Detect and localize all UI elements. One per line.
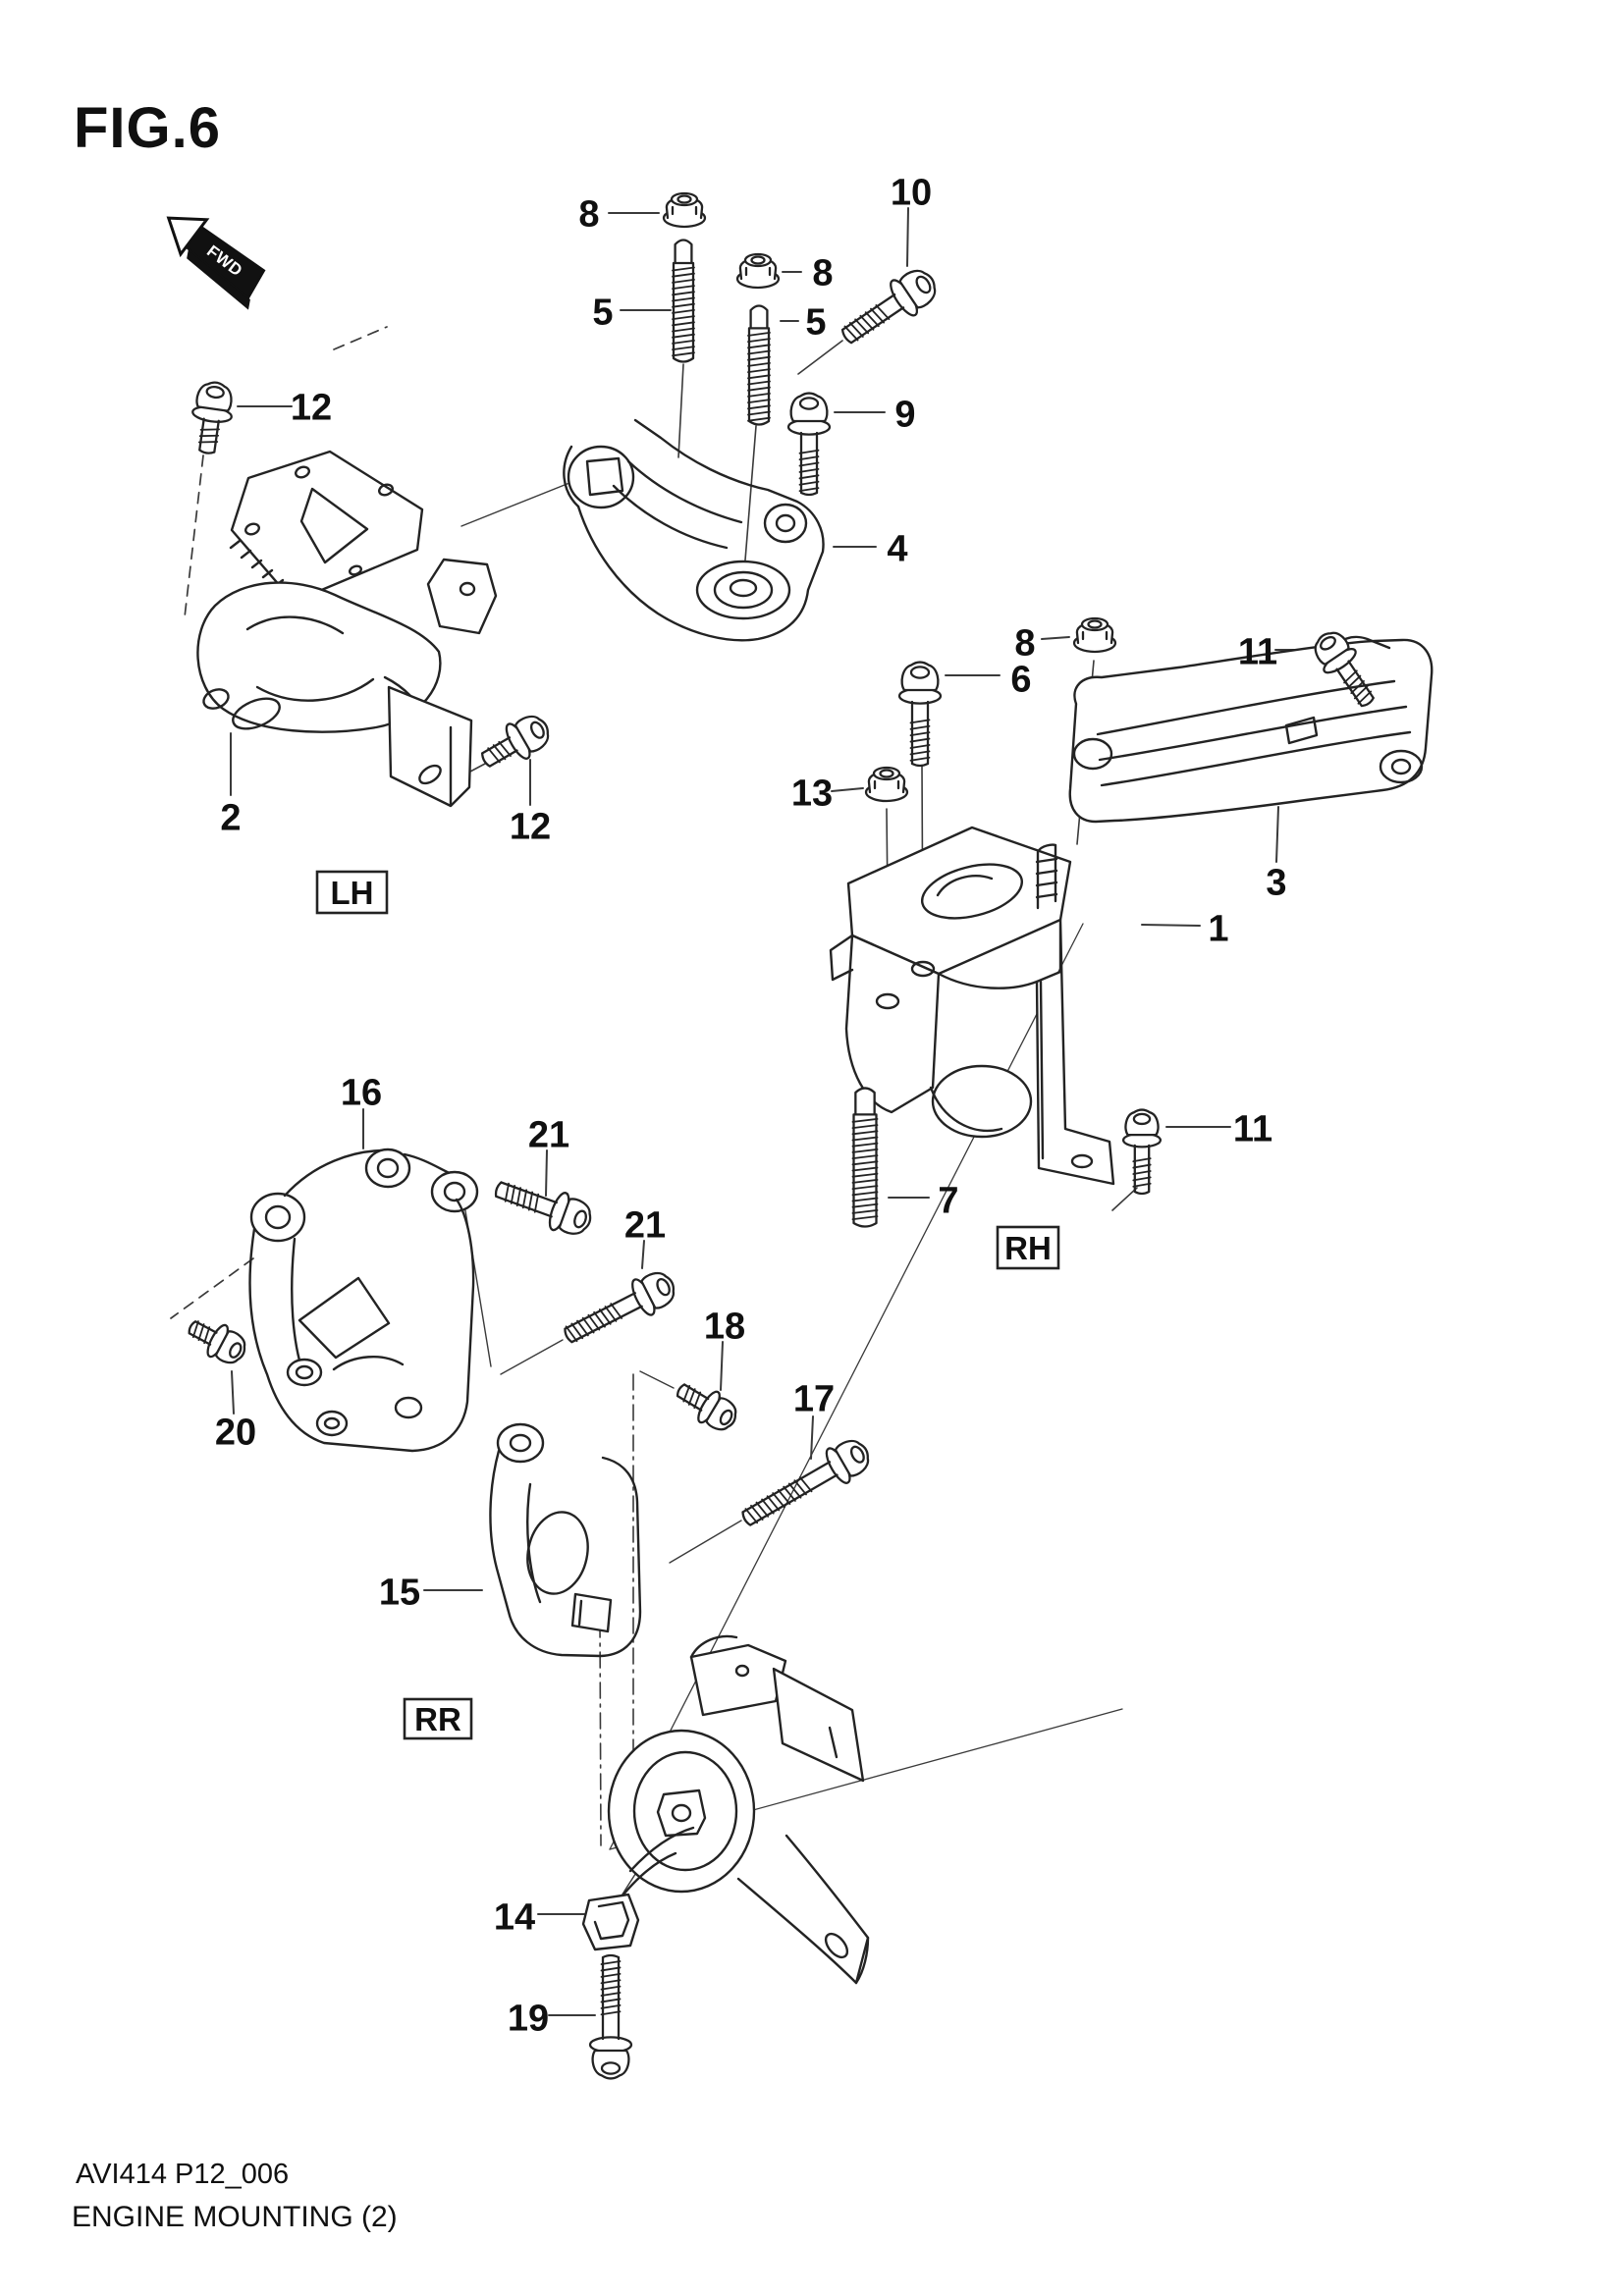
leader-line	[720, 1341, 724, 1391]
part-label-4: 4	[887, 528, 907, 569]
section-label-rh: RH	[996, 1225, 1060, 1270]
section-label-text: LH	[331, 875, 374, 911]
part-label-10: 10	[891, 172, 932, 213]
leader-line	[641, 1240, 645, 1269]
part-label-12: 12	[291, 387, 332, 428]
part-label-13: 13	[791, 773, 833, 814]
part-label-1: 1	[1208, 908, 1228, 949]
leader-line	[810, 1415, 814, 1460]
leader-line	[500, 1339, 564, 1375]
leader-line	[669, 1520, 742, 1564]
fastener-bolt-part-19	[588, 1953, 633, 2080]
part-label-3: 3	[1266, 862, 1286, 903]
fastener-bolt-part-6	[897, 661, 943, 768]
rear-mount-drawing	[605, 1634, 870, 1985]
section-labels: LH RH RR	[315, 870, 1060, 1740]
fasteners	[188, 191, 1375, 2080]
part-label-8: 8	[812, 252, 833, 294]
bracket-15-drawing	[489, 1422, 642, 1658]
leader-line	[333, 326, 388, 350]
fastener-bolt-part-11	[1121, 1108, 1163, 1196]
fastener-nut-part-8	[1072, 616, 1117, 654]
part-label-21: 21	[528, 1114, 569, 1155]
bracket-3-drawing	[1068, 635, 1434, 824]
section-label-text: RR	[414, 1701, 461, 1737]
leader-line	[184, 454, 204, 618]
leader-line	[797, 340, 843, 375]
part-label-17: 17	[793, 1378, 835, 1419]
part-label-8: 8	[1014, 622, 1035, 664]
leader-line	[831, 787, 864, 792]
part-label-6: 6	[1010, 659, 1031, 700]
part-label-5: 5	[592, 292, 613, 333]
fastener-nut-part-8	[662, 191, 707, 229]
part-label-14: 14	[494, 1896, 535, 1938]
leader-line	[1111, 1187, 1138, 1211]
part-label-9: 9	[894, 394, 915, 435]
part-label-11: 11	[1238, 631, 1277, 672]
section-label-lh: LH	[315, 870, 389, 915]
fastener-bolt-part-21	[494, 1181, 592, 1235]
leader-line	[460, 1186, 492, 1367]
fastener-bolt-part-17	[741, 1439, 870, 1526]
fastener-stud-part-5	[747, 304, 771, 426]
fastener-stud-part-5	[672, 239, 695, 363]
leader-line	[545, 1149, 548, 1197]
fastener-bolt-part-12	[481, 715, 550, 768]
section-label-rr: RR	[403, 1697, 473, 1740]
bracket-4-drawing	[563, 418, 825, 642]
fastener-bolt-part-10	[840, 269, 937, 345]
part-label-8: 8	[578, 193, 599, 235]
leader-line	[1041, 636, 1070, 640]
bracket-14-drawing	[581, 1893, 640, 1951]
part-label-2: 2	[220, 797, 241, 838]
leader-line	[743, 425, 757, 573]
fastener-bolt-part-20	[188, 1320, 246, 1364]
fastener-bolt-part-21	[564, 1271, 676, 1344]
part-label-20: 20	[215, 1412, 256, 1453]
footer-caption: ENGINE MOUNTING (2)	[72, 2201, 398, 2233]
part-label-15: 15	[379, 1572, 420, 1613]
figure-title: FIG.6	[74, 96, 221, 160]
part-label-19: 19	[508, 1998, 549, 2039]
leader-line	[599, 1621, 602, 1846]
leader-line	[460, 474, 590, 527]
fwd-arrow: FWD	[166, 216, 266, 310]
lh-mount-drawing	[196, 450, 498, 808]
part-label-18: 18	[704, 1306, 745, 1347]
part-label-7: 7	[938, 1180, 958, 1221]
fastener-stud-part-7	[851, 1087, 879, 1228]
fastener-nut-part-13	[864, 766, 909, 803]
fastener-bolt-part-9	[786, 392, 832, 497]
part-label-21: 21	[624, 1204, 666, 1246]
leader-line	[231, 1370, 235, 1415]
leader-line	[1275, 806, 1279, 863]
leader-line	[1141, 924, 1201, 927]
rh-mount-drawing	[829, 826, 1115, 1186]
fastener-bolt-part-18	[676, 1383, 737, 1431]
fastener-bolt-part-11	[1314, 631, 1375, 708]
part-label-5: 5	[805, 301, 826, 343]
leader-line	[906, 207, 909, 267]
footer-code: AVI414 P12_006	[76, 2159, 289, 2190]
part-label-16: 16	[341, 1072, 382, 1113]
part-label-12: 12	[510, 806, 551, 847]
part-label-11: 11	[1233, 1108, 1272, 1149]
section-label-text: RH	[1004, 1230, 1052, 1266]
bracket-16-drawing	[248, 1148, 479, 1453]
leader-line	[677, 363, 684, 458]
leader-line	[639, 1370, 675, 1389]
fastener-bolt-part-12	[191, 381, 233, 454]
fastener-nut-part-8	[735, 252, 781, 290]
leader-line	[170, 1257, 254, 1319]
